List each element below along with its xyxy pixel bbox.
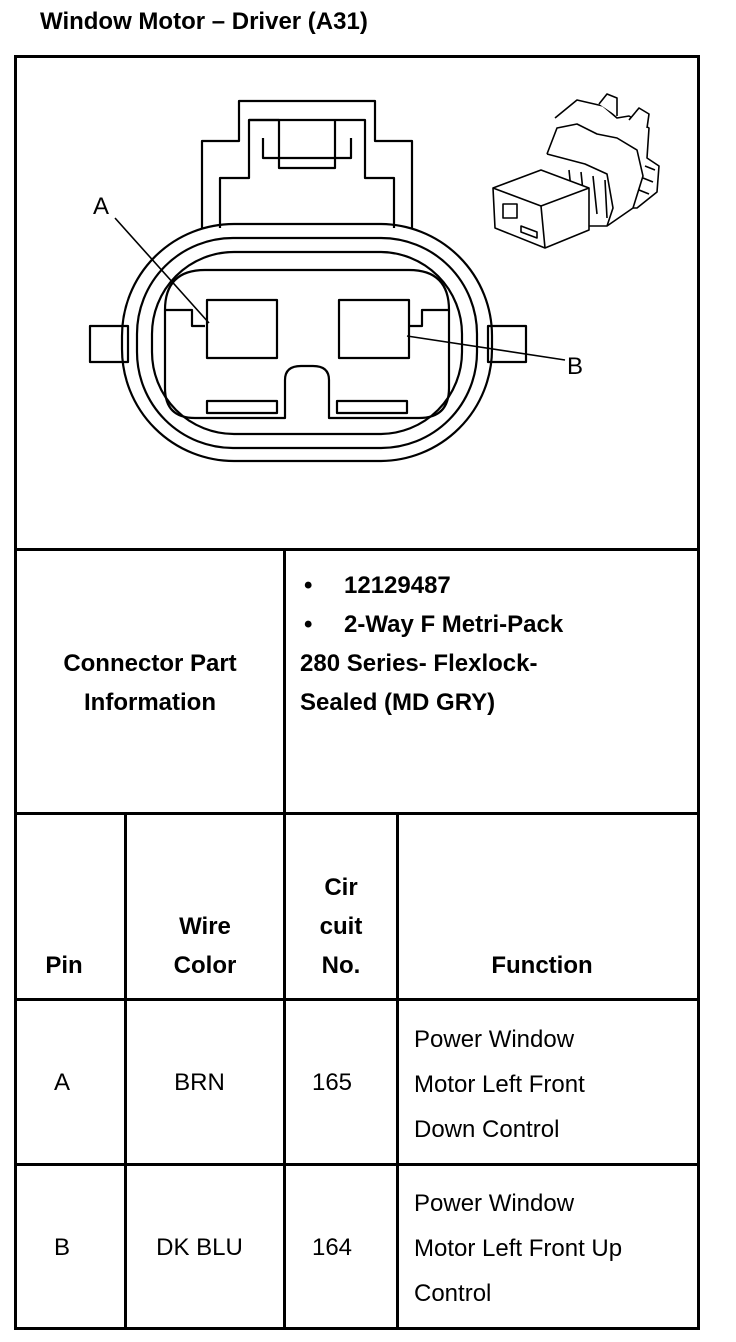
- connector-info-label-line2: Information: [84, 689, 216, 716]
- bullet-glyph: •: [304, 611, 313, 638]
- connector-info-label: Connector Part Information: [17, 644, 283, 722]
- part-number-line: • 12129487: [300, 572, 451, 600]
- bottom-rib-left: [205, 399, 279, 415]
- divider-info-bottom: [14, 812, 700, 815]
- row-a-function: Power Window Motor Left Front Down Contr…: [414, 1026, 585, 1143]
- housing-outer: [120, 222, 494, 463]
- row-b-wire-color: DK BLU: [156, 1234, 243, 1261]
- connector-info-label-line1: Connector Part: [63, 650, 237, 677]
- divider-col-circuit: [396, 812, 399, 1330]
- left-key: [165, 308, 205, 328]
- latch-notch: [249, 118, 337, 170]
- row-a-wire-color: BRN: [174, 1069, 225, 1096]
- latch-inner: [218, 118, 396, 228]
- row-b-function: Power Window Motor Left Front Up Control: [414, 1190, 623, 1307]
- divider-header-bottom: [14, 998, 700, 1001]
- housing-mid: [135, 236, 479, 450]
- right-ear: [486, 324, 528, 364]
- bottom-rib-right: [335, 399, 409, 415]
- row-a-circuit: 165: [311, 1069, 353, 1096]
- divider-info-vertical: [283, 548, 286, 815]
- connector-series-line1: 280 Series- Flexlock-: [300, 650, 538, 677]
- row-b-pin: B: [53, 1234, 70, 1261]
- housing-inner: [150, 250, 464, 436]
- divider-row-a-bottom: [14, 1163, 700, 1166]
- pin-label-b: B: [567, 353, 583, 380]
- row-a-pin: A: [53, 1069, 70, 1096]
- connector-type-line: • 2-Way F Metri-Pack: [300, 611, 563, 639]
- leader-line-a: [114, 217, 210, 324]
- connector-series: 280 Series- Flexlock- Sealed (MD GRY): [300, 644, 537, 722]
- page-title: Window Motor – Driver (A31): [40, 8, 368, 35]
- header-wire-color: Wire Color: [173, 913, 237, 979]
- bullet-glyph: •: [304, 572, 313, 599]
- terminal-cavity-a: [205, 298, 279, 360]
- pin-label-a: A: [93, 193, 109, 220]
- terminal-cavity-b: [337, 298, 411, 360]
- connector-type: 2-Way F Metri-Pack: [344, 611, 564, 638]
- latch-slot: [261, 138, 353, 160]
- left-ear: [88, 324, 130, 364]
- header-function: Function: [491, 952, 593, 979]
- part-number: 12129487: [344, 572, 451, 599]
- connector-sheet: [14, 55, 700, 1330]
- header-pin: Pin: [45, 952, 83, 979]
- row-b-circuit: 164: [311, 1234, 353, 1261]
- latch-outer: [200, 99, 414, 228]
- right-key: [409, 308, 449, 328]
- connector-3d-illustration: [492, 93, 660, 249]
- divider-col-pin: [124, 812, 127, 1330]
- connector-series-line2: Sealed (MD GRY): [300, 689, 496, 716]
- connector-diagram: A B: [88, 93, 660, 463]
- divider-diagram-bottom: [14, 548, 700, 551]
- divider-col-wire: [283, 812, 286, 1330]
- leader-line-b: [406, 335, 566, 361]
- header-circuit: Cir cuit No.: [319, 874, 363, 979]
